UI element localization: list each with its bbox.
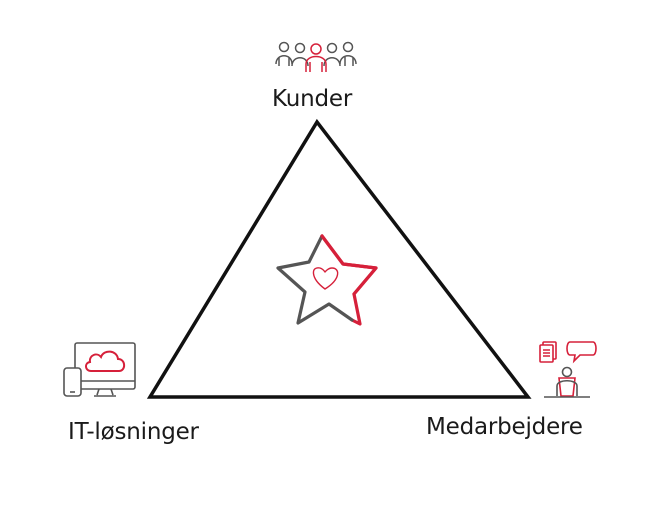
node-label-kunder: Kunder bbox=[272, 86, 353, 112]
node-label-it-losninger: IT-løsninger bbox=[68, 419, 199, 445]
star-heart-icon bbox=[276, 234, 378, 326]
devices-cloud-icon bbox=[63, 342, 136, 397]
employee-desk-icon bbox=[539, 341, 597, 398]
node-label-medarbejdere: Medarbejdere bbox=[426, 414, 583, 440]
triangle-outline bbox=[146, 118, 532, 399]
people-group-icon bbox=[275, 41, 357, 72]
